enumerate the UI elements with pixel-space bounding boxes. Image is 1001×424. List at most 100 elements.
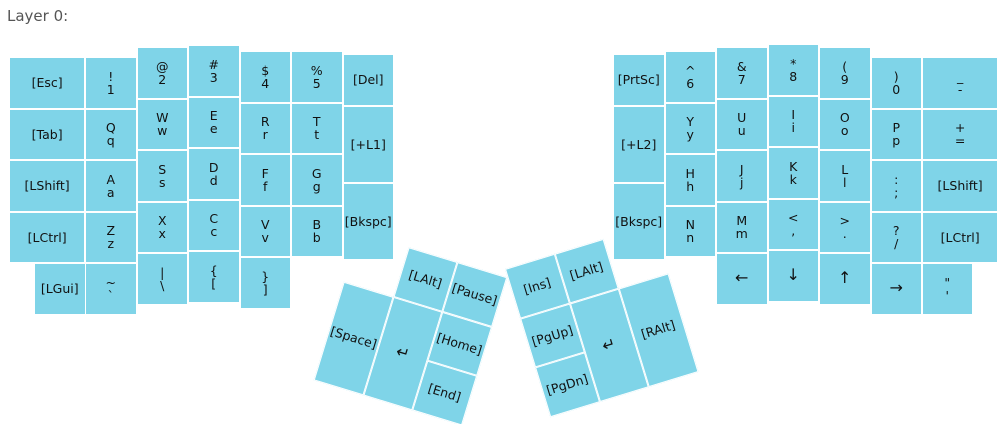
key-legend: Z <box>106 223 116 239</box>
key-left-2[interactable]: @2 <box>136 47 188 99</box>
key-legend: ( <box>842 58 848 74</box>
key-legend: ↑ <box>838 268 852 288</box>
key-shift-legend: l <box>843 174 847 190</box>
key-legend: [Ins] <box>521 274 553 297</box>
key-legend: " <box>944 274 951 290</box>
key-legend: N <box>685 217 695 233</box>
key-right-slash[interactable]: ?/ <box>870 211 922 263</box>
key-legend: ~ <box>105 274 116 290</box>
key-right-equal[interactable]: += <box>922 108 999 160</box>
key-right-rshift[interactable]: [LShift] <box>922 160 999 212</box>
key-right-l2[interactable]: [+L2] <box>613 105 665 183</box>
key-legend: [Bkspc] <box>344 213 392 229</box>
key-legend: Q <box>105 120 116 136</box>
key-left-4[interactable]: $4 <box>239 51 291 103</box>
key-right-period[interactable]: >. <box>819 201 871 253</box>
key-shift-legend: o <box>840 123 849 139</box>
key-legend: I <box>791 107 796 123</box>
key-legend: ? <box>892 223 900 239</box>
key-left-esc[interactable]: [Esc] <box>9 57 86 109</box>
key-legend: < <box>788 210 799 226</box>
key-right-0[interactable]: )0 <box>870 57 922 109</box>
key-shift-legend: ; <box>894 184 899 200</box>
key-legend: J <box>739 161 744 177</box>
key-right-8[interactable]: *8 <box>767 44 819 96</box>
key-legend: [Pause] <box>449 279 499 308</box>
key-right-9[interactable]: (9 <box>819 47 871 99</box>
key-right-6[interactable]: ^6 <box>664 51 716 103</box>
key-legend: M <box>736 213 748 229</box>
key-left-lgui[interactable]: [LGui] <box>34 263 86 315</box>
key-shift-legend: ` <box>107 287 114 303</box>
key-shift-legend: \ <box>160 277 165 293</box>
key-left-lbrace[interactable]: {[ <box>188 251 240 303</box>
key-legend: W <box>156 110 169 126</box>
key-shift-legend: n <box>686 230 695 246</box>
key-right-rctrl[interactable]: [LCtrl] <box>922 211 999 263</box>
key-shift-legend: 9 <box>840 71 849 87</box>
key-left-lshift[interactable]: [LShift] <box>9 160 86 212</box>
key-right-minus[interactable]: _- <box>922 57 999 109</box>
key-right-comma[interactable]: <, <box>767 198 819 250</box>
key-shift-legend: ] <box>262 281 268 297</box>
key-left-rbrace[interactable]: }] <box>239 257 291 309</box>
key-legend: G <box>311 165 322 181</box>
key-right-bkspc2[interactable]: [Bkspc] <box>613 182 665 260</box>
key-right-prtsc[interactable]: [PrtSc] <box>613 54 665 106</box>
key-left-tab[interactable]: [Tab] <box>9 108 86 160</box>
key-right-up[interactable]: ↑ <box>819 253 871 305</box>
key-legend: & <box>736 58 747 74</box>
key-right-down[interactable]: ↓ <box>767 250 819 302</box>
key-left-tilde[interactable]: ~` <box>85 263 137 315</box>
key-left-l1[interactable]: [+L1] <box>342 105 394 183</box>
key-shift-legend: - <box>957 81 963 97</box>
key-left-5[interactable]: %5 <box>291 51 343 103</box>
key-left-3[interactable]: #3 <box>188 45 240 97</box>
key-right-7[interactable]: &7 <box>716 47 768 99</box>
key-shift-legend: b <box>312 230 321 246</box>
key-left-del[interactable]: [Del] <box>342 54 394 106</box>
key-shift-legend: , <box>791 223 796 239</box>
key-shift-legend: z <box>107 236 115 252</box>
key-right-right[interactable]: → <box>870 263 922 315</box>
key-shift-legend: j <box>740 174 744 190</box>
key-legend: [LCtrl] <box>940 229 980 245</box>
key-right-left[interactable]: ← <box>716 253 768 305</box>
key-legend: ← <box>735 268 749 288</box>
key-left-1[interactable]: !1 <box>85 57 137 109</box>
key-legend: ! <box>108 68 114 84</box>
key-left-lctrl[interactable]: [LCtrl] <box>9 211 86 263</box>
key-left-pipe[interactable]: |\ <box>136 253 188 305</box>
key-right-quote[interactable]: "' <box>922 263 973 315</box>
key-right-semicolon[interactable]: :; <box>870 160 922 212</box>
key-legend: S <box>158 161 167 177</box>
key-left-bkspc[interactable]: [Bkspc] <box>342 182 394 260</box>
key-shift-legend: y <box>686 127 694 143</box>
